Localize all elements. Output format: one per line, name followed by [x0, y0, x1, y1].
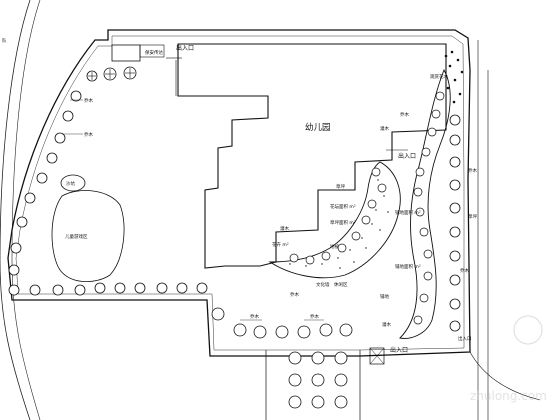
- tree-row-bottom: [211, 307, 353, 339]
- misc-label-3: 休闲区: [334, 281, 348, 288]
- watermark: zhulong.com: [470, 315, 547, 403]
- bottom-gate: [369, 347, 385, 365]
- right-edge-trees: [449, 114, 461, 332]
- bottom-tree-label: 乔木: [250, 313, 259, 320]
- bottom-misc-label: 乔木: [310, 313, 319, 320]
- entrance-top-label: 出入口: [176, 44, 194, 52]
- right-label-3: 铺地: [380, 293, 389, 300]
- corner-mark: 队: [2, 37, 7, 44]
- entrance-mid-label: 出入口: [398, 152, 416, 160]
- watermark-text: zhulong.com: [470, 389, 547, 403]
- guard-room: [111, 44, 141, 62]
- bottom-tree-grid: [288, 351, 348, 409]
- misc-label-1: 乔木: [290, 291, 299, 298]
- edge-label-3: 乔木: [460, 267, 469, 274]
- right-street-curve: [469, 351, 541, 401]
- entrance-bottom-label: 出入口: [390, 346, 408, 354]
- edge-label-4: 出入口: [458, 335, 472, 342]
- bed-label-1: 花坛面积 m²: [330, 203, 356, 210]
- top-right-shrub-cluster: [444, 50, 464, 104]
- play-lawn-label: 儿童游戏区: [65, 233, 88, 240]
- left-tree-label-2: 乔木: [84, 131, 93, 138]
- central-garden-bed: [268, 161, 401, 279]
- right-strip-shrubs: [413, 91, 445, 325]
- building-title: 幼儿园: [305, 122, 331, 133]
- bed-label-3: 地被: [330, 243, 339, 250]
- central-bed-texture: [289, 179, 389, 269]
- bottom-plaza: [265, 350, 361, 420]
- right-label-2: 铺地面积 m²: [395, 263, 421, 270]
- tree-top-right-label: 乔木: [400, 111, 409, 118]
- edge-label-2: 草坪: [468, 213, 477, 220]
- left-road-outer: [0, 0, 31, 420]
- right-street: [477, 40, 489, 420]
- right-label-4: 灌木: [382, 321, 391, 328]
- flower-top-label: 观赏花木: [430, 73, 448, 80]
- misc-label-2: 文化墙: [316, 281, 330, 288]
- hedge-label-1: 灌木: [380, 125, 389, 132]
- play-lawn: [51, 190, 125, 282]
- guard-room-label: 保安传达: [145, 49, 163, 56]
- sand-pit-label: 沙坑: [66, 180, 75, 187]
- tree-row-left: [8, 66, 208, 296]
- bed-label-4: 花卉 m²: [272, 241, 289, 248]
- right-label-1: 铺地面积 m²: [395, 209, 421, 216]
- site-boundary-inner: [15, 35, 465, 351]
- central-bed-shrubs: [289, 167, 387, 265]
- bed-label-2: 草坪面积 m²: [330, 219, 356, 226]
- left-tree-label-1: 乔木: [84, 97, 93, 104]
- edge-label-1: 乔木: [468, 167, 477, 174]
- site-boundary: [7, 29, 471, 357]
- sand-pit: [60, 174, 86, 192]
- left-road-inner: [11, 0, 41, 420]
- kindergarten-building: [177, 43, 447, 269]
- grass-label-1: 草坪: [336, 183, 345, 190]
- gate-box: [139, 44, 165, 58]
- hedge-label-2: 灌木: [280, 225, 289, 232]
